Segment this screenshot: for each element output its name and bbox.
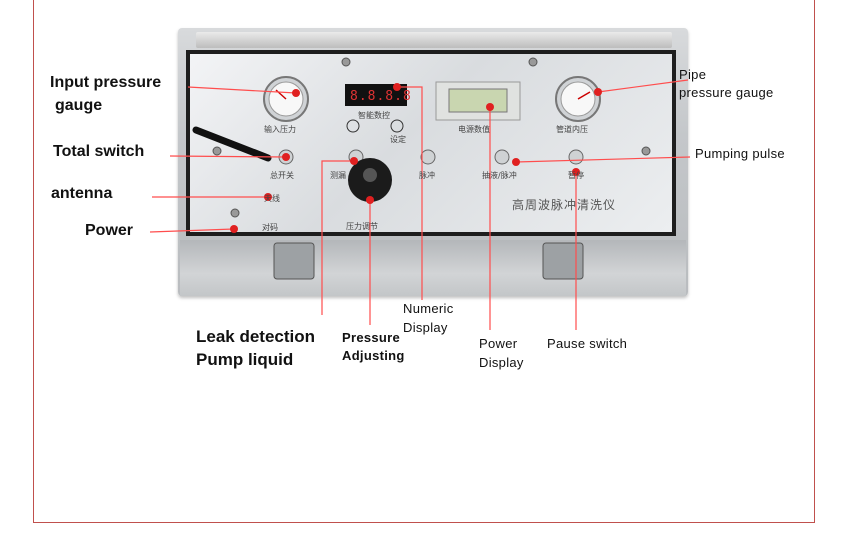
lcd-screen <box>448 88 508 113</box>
label-numeric-1: Numeric <box>403 301 454 316</box>
pump-switch-knob <box>494 149 510 165</box>
up-button-2 <box>390 119 404 133</box>
antenna-rod <box>192 126 272 162</box>
brand-name: 高周波脉冲清洗仪 <box>512 198 617 212</box>
label-input-pressure-1: Input pressure <box>50 74 162 91</box>
pressure-adjust-caption: 压力调节 <box>346 222 378 231</box>
label-antenna: antenna <box>51 185 113 202</box>
pause-caption: 暂停 <box>568 171 584 180</box>
label-pump-liquid: Pump liquid <box>196 350 294 369</box>
control-panel <box>186 50 676 236</box>
label-input-pressure-2: gauge <box>55 97 103 114</box>
pipe-gauge-caption: 管道内压 <box>556 125 588 134</box>
setting-caption: 设定 <box>390 135 406 144</box>
label-pipe-1: Pipe <box>679 67 707 82</box>
label-total-switch: Total switch <box>53 143 145 160</box>
pair-caption: 对码 <box>262 223 278 232</box>
power-display-caption: 电源数值 <box>458 125 490 134</box>
label-power: Power <box>85 222 134 239</box>
up-button-1 <box>346 119 360 133</box>
leak-caption: 测漏 <box>330 171 346 180</box>
numeric-caption: 智能数控 <box>358 111 390 120</box>
pump-pulse-caption: 抽液/脉冲 <box>482 171 517 180</box>
right-latch <box>542 242 584 280</box>
label-pressure-2: Adjusting <box>342 348 405 363</box>
label-power-display-1: Power <box>479 336 518 351</box>
left-latch <box>273 242 315 280</box>
label-power-display-2: Display <box>479 355 524 370</box>
label-pressure-1: Pressure <box>342 330 401 345</box>
antenna-plate-caption: 天线 <box>264 194 280 203</box>
case-lower <box>180 240 686 296</box>
label-pause-switch: Pause switch <box>547 336 628 351</box>
case-rim <box>196 32 672 48</box>
total-switch-caption: 总开关 <box>270 171 294 180</box>
input-gauge <box>263 76 309 122</box>
pulse-switch-knob <box>420 149 436 165</box>
pipe-gauge <box>555 76 601 122</box>
led-display <box>345 84 407 106</box>
input-gauge-caption: 输入压力 <box>264 125 296 134</box>
label-numeric-2: Display <box>403 320 448 335</box>
label-pipe-2: pressure gauge <box>679 85 774 100</box>
image-frame <box>33 0 815 523</box>
label-pumping-pulse: Pumping pulse <box>695 146 785 161</box>
pause-switch-knob <box>568 149 584 165</box>
label-leak-detection: Leak detection <box>196 327 316 346</box>
led-digits: 8.8.8.8 <box>350 89 412 104</box>
pulse-caption: 脉冲 <box>419 171 435 180</box>
